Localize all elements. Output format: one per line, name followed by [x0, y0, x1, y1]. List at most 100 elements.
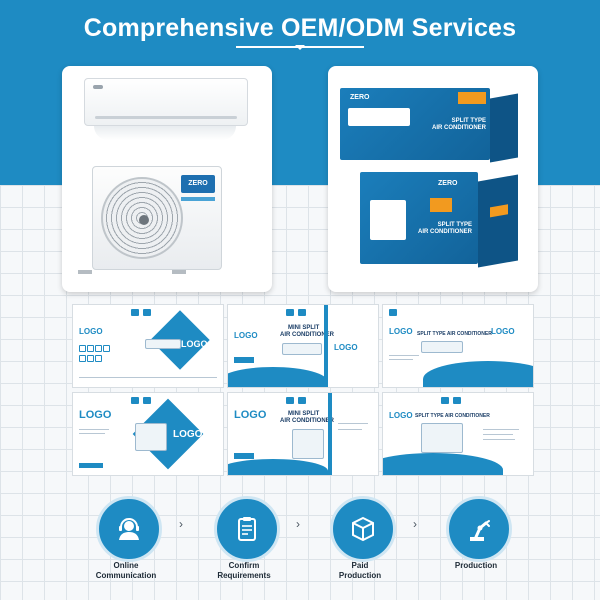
step-label-line2: Requirements	[217, 571, 271, 580]
design-logo: LOGO	[389, 327, 413, 336]
design-tab	[143, 397, 151, 404]
design-unit-image	[421, 341, 463, 353]
design-wave	[383, 453, 503, 475]
box-side-badge	[490, 204, 508, 218]
page-title: Comprehensive OEM/ODM Services	[83, 14, 517, 42]
step-label-line2: Communication	[95, 571, 157, 580]
design-rule	[338, 429, 362, 430]
design-divider	[328, 393, 332, 475]
step-label-line1: Confirm	[228, 561, 260, 570]
design-title-line1: MINI SPLIT	[288, 325, 320, 331]
outdoor-unit-stripe	[181, 197, 215, 201]
design-rule	[389, 355, 419, 356]
design-rule	[389, 359, 413, 360]
chevron-right-icon: ›	[296, 517, 300, 531]
design-logo: LOGO	[79, 327, 103, 336]
packaging-box-outdoor-side	[478, 174, 518, 268]
design-badge	[79, 463, 103, 468]
design-logo-secondary: LOGO	[491, 327, 515, 336]
design-logo: LOGO	[234, 331, 258, 340]
outdoor-unit-image: ZERO	[92, 166, 222, 270]
design-rule	[79, 429, 109, 430]
design-tab	[286, 397, 294, 404]
box-label-line1: SPLIT TYPE	[451, 118, 486, 124]
outdoor-unit-feet	[78, 270, 186, 274]
feature-icon	[87, 345, 94, 352]
box-label-line1: SPLIT TYPE	[437, 222, 472, 228]
design-title-line2: AIR CONDITIONER	[280, 418, 334, 424]
design-wave	[423, 361, 533, 387]
design-title-line2: AIR CONDITIONER	[280, 332, 334, 338]
design-unit-image	[135, 423, 167, 451]
design-rule	[483, 434, 513, 435]
feature-icon	[95, 355, 102, 362]
packaging-box-indoor-side	[490, 93, 518, 163]
design-logo-secondary: LOGO	[181, 339, 208, 349]
packaging-design-5: LOGO MINI SPLIT AIR CONDITIONER	[227, 392, 379, 476]
product-photo-card: ZERO	[62, 66, 272, 292]
design-tab	[286, 309, 294, 316]
feature-icon	[95, 345, 102, 352]
feature-icon	[79, 355, 86, 362]
step-label-production: Production	[426, 561, 526, 571]
design-logo: LOGO	[79, 409, 112, 421]
packaging-design-6: LOGO SPLIT TYPE AIR CONDITIONER	[382, 392, 534, 476]
chevron-right-icon: ›	[179, 517, 183, 531]
design-badge	[234, 357, 254, 363]
step-label-line2: Production	[338, 571, 382, 580]
design-tab	[131, 309, 139, 316]
indoor-unit-image	[84, 78, 248, 126]
box-badge	[430, 198, 452, 212]
box-brand-logo: ZERO	[438, 180, 458, 187]
design-logo: LOGO	[234, 409, 267, 421]
packaging-design-2: LOGO MINI SPLIT AIR CONDITIONER LOGO	[227, 304, 379, 388]
design-unit-image	[292, 429, 324, 459]
step-label-line1: Online	[113, 561, 139, 570]
design-tab	[389, 309, 397, 316]
design-logo: LOGO	[389, 411, 413, 420]
design-title-line1: MINI SPLIT	[288, 411, 320, 417]
headset-icon	[119, 518, 139, 540]
design-badge	[234, 453, 254, 459]
indoor-unit-vent	[95, 116, 237, 119]
design-logo-secondary: LOGO	[173, 429, 203, 440]
design-rule	[79, 433, 105, 434]
feature-icon	[103, 345, 110, 352]
design-unit-image	[282, 343, 322, 355]
box-product-window	[348, 108, 410, 126]
design-rule	[483, 439, 515, 440]
box-outdoor-window	[370, 200, 406, 240]
feature-icon	[87, 355, 94, 362]
clipboard-icon	[238, 517, 256, 541]
design-tab	[143, 309, 151, 316]
title-underline-pointer	[295, 45, 305, 50]
design-rule	[338, 423, 368, 424]
packaging-design-1: LOGO LOGO	[72, 304, 224, 388]
fan-hub	[139, 215, 149, 225]
step-online-communication	[96, 496, 162, 562]
design-tab	[131, 397, 139, 404]
feature-icon	[79, 345, 86, 352]
packaging-design-3: LOGO SPLIT TYPE AIR CONDITIONER LOGO	[382, 304, 534, 388]
step-paid-production	[330, 496, 396, 562]
design-wave	[228, 459, 328, 475]
design-unit-image	[421, 423, 463, 453]
design-rule	[483, 429, 519, 430]
step-confirm-requirements	[214, 496, 280, 562]
design-tab	[441, 397, 449, 404]
step-production	[446, 496, 512, 562]
box-label-line2: AIR CONDITIONER	[432, 125, 486, 131]
design-rule	[79, 377, 217, 378]
design-tab	[298, 397, 306, 404]
design-tab	[453, 397, 461, 404]
indoor-unit-airflow	[94, 126, 236, 140]
box-icon	[352, 516, 374, 542]
box-label-line2: AIR CONDITIONER	[418, 229, 472, 235]
box-badge	[458, 92, 486, 104]
